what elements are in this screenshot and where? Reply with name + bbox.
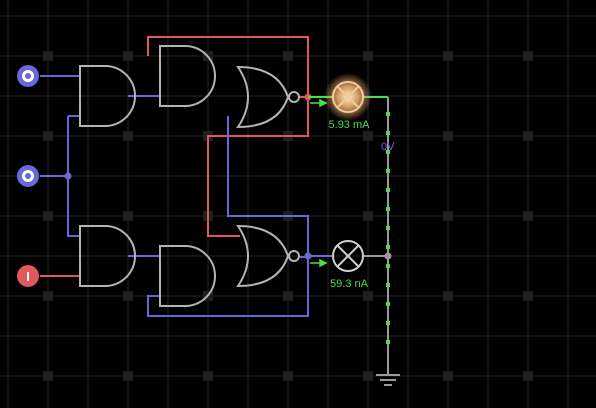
wire-bus-left	[67, 116, 80, 237]
and-gate-2	[159, 45, 216, 107]
nor-gate-top-bubble	[288, 91, 300, 103]
wire-feedback-bottom	[147, 116, 309, 317]
current-dot	[386, 207, 390, 211]
gates[interactable]	[79, 45, 300, 307]
lamp-top[interactable]	[324, 73, 372, 121]
and-gate-1	[79, 65, 136, 127]
current-dot	[386, 302, 390, 306]
and-gate-4	[159, 245, 216, 307]
current-dot	[386, 264, 390, 268]
lamp-bottom-current: 59.3 nA	[330, 278, 369, 290]
input-1[interactable]	[17, 65, 39, 87]
current-dot	[386, 112, 390, 116]
current-dot	[386, 150, 390, 154]
ground-icon[interactable]	[376, 374, 400, 386]
wires	[40, 36, 309, 317]
current-dot	[386, 340, 390, 344]
current-dot	[386, 188, 390, 192]
nor-gate-top	[236, 65, 290, 129]
current-dot	[386, 245, 390, 249]
wire-feedback-top	[147, 36, 309, 237]
current-dot	[386, 131, 390, 135]
input-3-label: I	[26, 269, 30, 284]
lamp-top-current: 5.93 mA	[329, 119, 371, 131]
voltage-label: 0V	[381, 141, 395, 153]
ground-rail-current	[386, 112, 390, 344]
input-2[interactable]	[17, 165, 39, 187]
input-3[interactable]: I	[17, 265, 39, 287]
nor-gate-bottom	[236, 224, 290, 288]
current-dot	[386, 321, 390, 325]
current-dot	[386, 283, 390, 287]
and-gate-3	[79, 225, 136, 287]
current-arrows	[310, 98, 328, 268]
junction-ground	[384, 252, 392, 260]
current-dot	[386, 226, 390, 230]
lamp-bottom[interactable]	[332, 240, 364, 272]
nor-gate-bottom-bubble	[288, 250, 300, 262]
current-dot	[386, 169, 390, 173]
lamp-wires	[308, 96, 389, 374]
